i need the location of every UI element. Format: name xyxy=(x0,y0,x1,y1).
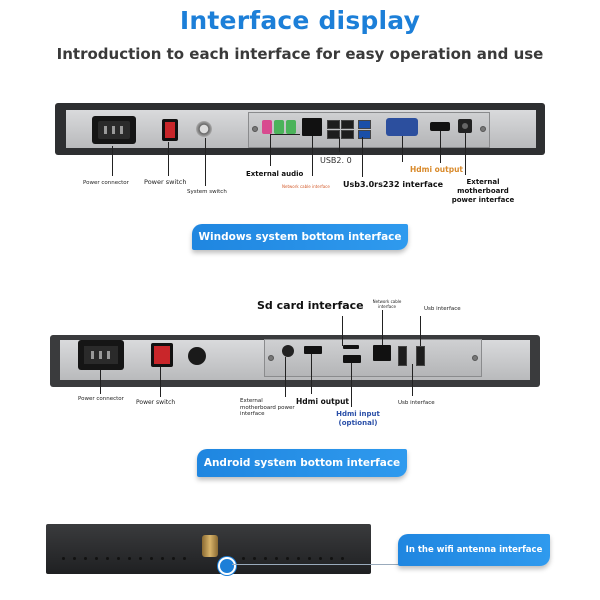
android-label-usb-top: Usb interface xyxy=(424,306,461,312)
android-power-switch[interactable] xyxy=(151,343,173,367)
windows-dc-port xyxy=(458,119,472,133)
android-dc-port xyxy=(282,345,294,357)
windows-label-system-switch: System switch xyxy=(187,189,227,195)
page-subtitle: Introduction to each interface for easy … xyxy=(56,45,544,63)
windows-label-hdmi-output: Hdmi output xyxy=(410,165,464,174)
windows-usb3-port-1 xyxy=(358,120,371,129)
wifi-antenna-connector xyxy=(202,535,218,557)
windows-hdmi-port xyxy=(430,122,450,131)
android-label-usb-bottom: Usb interface xyxy=(398,400,435,406)
windows-usb2-port-3 xyxy=(341,120,354,129)
audio-jack-pink xyxy=(262,120,272,134)
android-label-sd-card: Sd card interface xyxy=(257,299,364,312)
android-hdmi-output-port xyxy=(304,346,322,354)
audio-jack-green xyxy=(274,120,284,134)
android-label-hdmi-output: Hdmi output xyxy=(296,397,350,406)
android-label-hdmi-input: Hdmi input (optional) xyxy=(336,410,380,427)
android-hdmi-input-port xyxy=(343,355,361,363)
android-power-connector xyxy=(78,340,124,370)
android-label-ext-mb-power: External motherboard power interface xyxy=(240,398,295,417)
android-label-network-cable: Network cable interface xyxy=(372,299,402,309)
wifi-panel-grille-right xyxy=(238,545,348,564)
windows-label-usb3-rs232: Usb3.0rs232 interface xyxy=(343,180,444,189)
wifi-interface-button[interactable]: In the wifi antenna interface xyxy=(398,534,550,566)
wifi-leader-line xyxy=(232,564,402,565)
windows-label-network-cable: Network cable interface xyxy=(282,184,330,189)
android-interface-button[interactable]: Android system bottom interface xyxy=(197,449,407,477)
windows-label-power-connector: Power connector xyxy=(83,180,129,186)
windows-system-switch[interactable] xyxy=(196,121,212,137)
android-label-power-connector: Power connector xyxy=(78,396,124,402)
page-title: Interface display xyxy=(179,6,421,35)
screw-icon xyxy=(472,355,478,361)
screw-icon xyxy=(480,126,486,132)
windows-label-power-switch: Power switch xyxy=(144,178,187,186)
wifi-marker-dot xyxy=(218,557,236,575)
android-sd-card-slot xyxy=(343,345,359,349)
windows-network-port xyxy=(302,118,322,136)
windows-power-switch[interactable] xyxy=(162,119,178,141)
windows-label-usb2: USB2. 0 xyxy=(320,156,352,165)
windows-label-external-audio: External audio xyxy=(246,170,304,178)
android-usb-port-1 xyxy=(398,346,407,366)
screw-icon xyxy=(252,126,258,132)
windows-usb3-port-2 xyxy=(358,130,371,139)
android-network-port xyxy=(373,345,391,361)
audio-jack-green-2 xyxy=(286,120,296,134)
windows-rs232-port xyxy=(386,118,418,136)
android-round-hole xyxy=(188,347,206,365)
windows-power-connector xyxy=(92,116,136,144)
wifi-panel-grille-left xyxy=(58,545,190,564)
windows-interface-button[interactable]: Windows system bottom interface xyxy=(192,224,408,250)
windows-usb2-port-1 xyxy=(327,120,340,129)
windows-usb2-port-2 xyxy=(327,130,340,139)
android-label-power-switch: Power switch xyxy=(136,399,176,406)
windows-usb2-port-4 xyxy=(341,130,354,139)
android-usb-port-2 xyxy=(416,346,425,366)
windows-label-ext-mb-power: External motherboard power interface xyxy=(451,178,515,204)
screw-icon xyxy=(268,355,274,361)
